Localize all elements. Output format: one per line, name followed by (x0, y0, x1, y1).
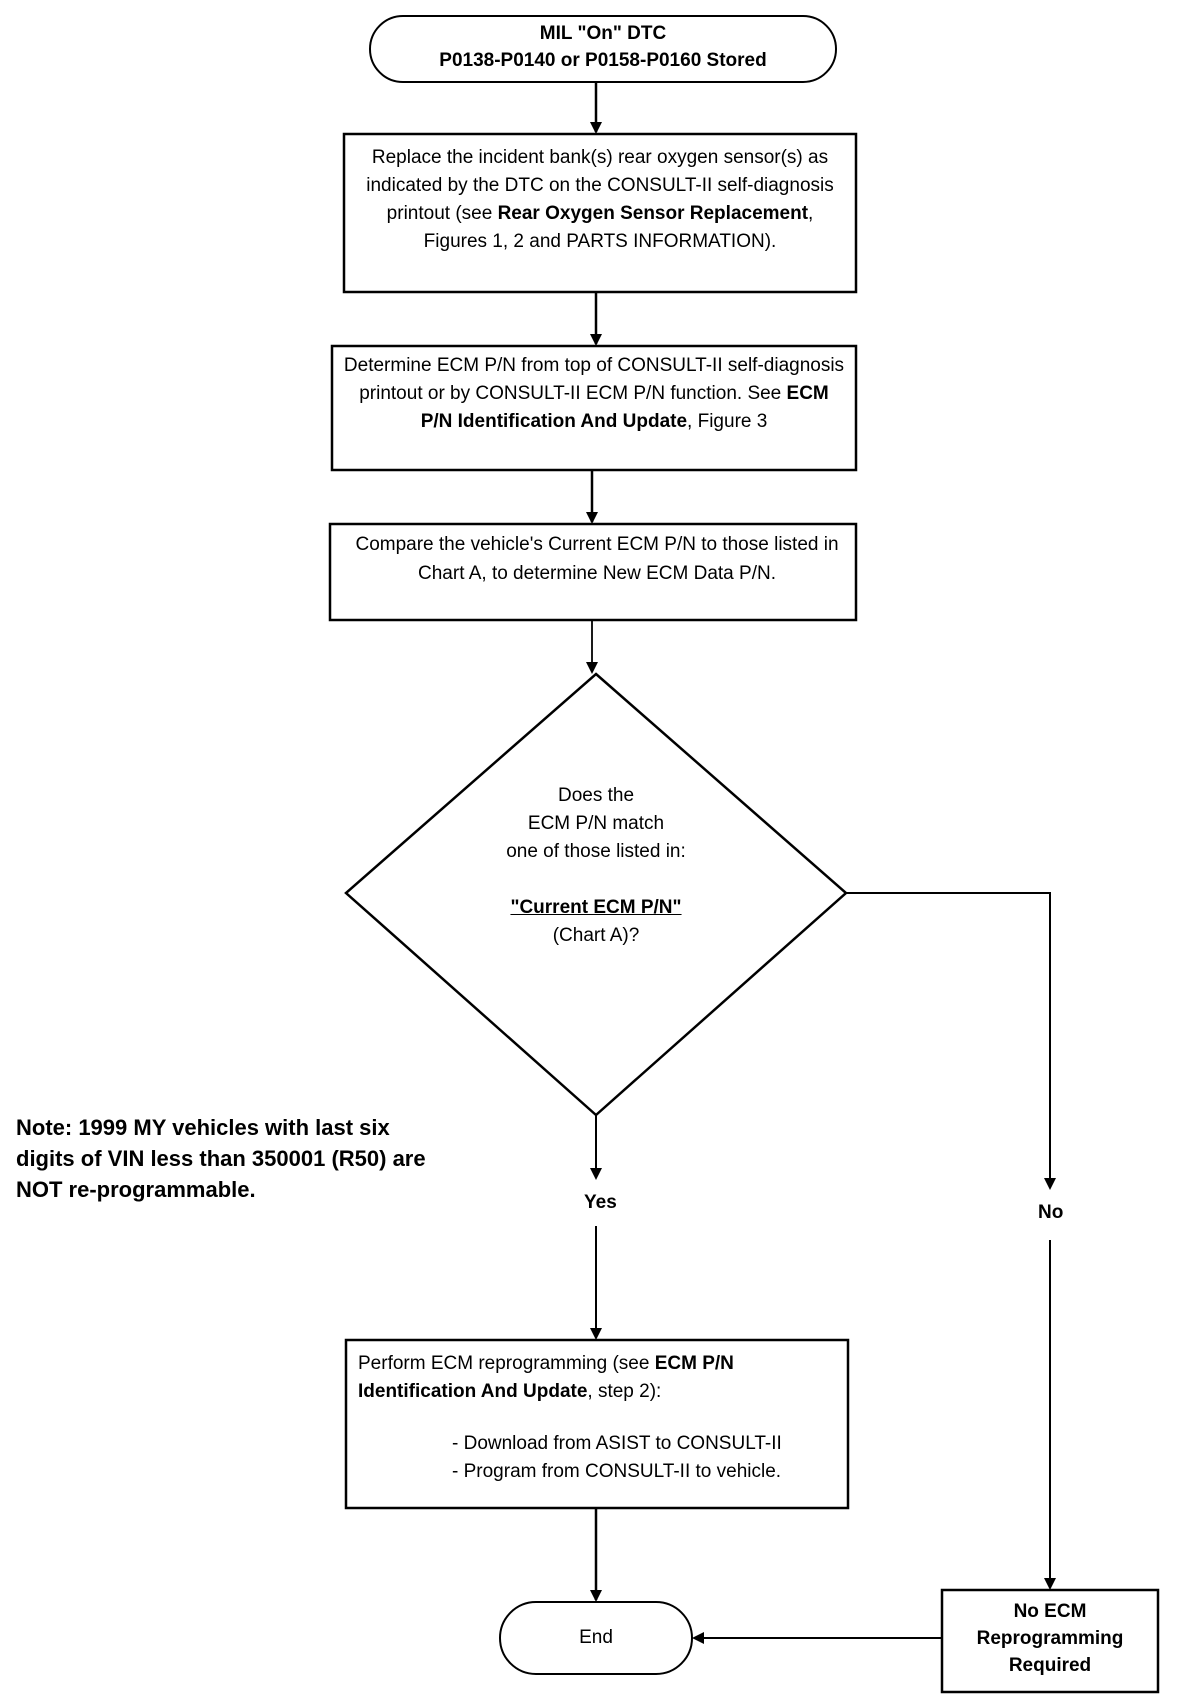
step2-text: Determine ECM P/N from top of CONSULT-II… (342, 352, 846, 436)
end-label: End (579, 1627, 613, 1648)
decision-line2: ECM P/N match (527, 813, 665, 834)
no-reprogramming-box (940, 1588, 1160, 1694)
step4-intro: Perform ECM reprogramming (see ECM P/N I… (358, 1350, 838, 1406)
decision-line4: "Current ECM P/N" (510, 897, 682, 918)
decision-text: Does the ECM P/N match one of those list… (440, 782, 752, 950)
end-terminal: End (500, 1624, 692, 1651)
step4-box (344, 1338, 850, 1510)
step1-text-a: Replace the incident bank(s) rear oxygen… (366, 147, 834, 224)
step2-text-b: , Figure 3 (687, 411, 768, 432)
step1-bold: Rear Oxygen Sensor Replacement (497, 203, 809, 224)
no-reprogramming-text: No ECM Reprogramming Required (944, 1598, 1156, 1679)
step4-text-a: Perform ECM reprogramming (see (358, 1353, 655, 1374)
step3-text-content: Compare the vehicle's Current ECM P/N to… (355, 534, 839, 584)
no-reprog-line3: Required (1008, 1655, 1092, 1676)
step1-text: Replace the incident bank(s) rear oxygen… (356, 144, 844, 256)
step4-item1: - Download from ASIST to CONSULT-II (452, 1433, 782, 1454)
no-reprog-line1: No ECM (1013, 1601, 1087, 1622)
step2-box (330, 344, 858, 472)
decision-line1: Does the (557, 785, 635, 806)
step2-text-a: Determine ECM P/N from top of CONSULT-II… (343, 355, 845, 404)
step3-text: Compare the vehicle's Current ECM P/N to… (352, 530, 842, 588)
decision-line5: (Chart A)? (552, 925, 640, 946)
step4-item2: - Program from CONSULT-II to vehicle. (452, 1461, 782, 1482)
start-line2: P0138-P0140 or P0158-P0160 Stored (439, 50, 767, 71)
step2-bold: ECM P/N Identification And Update (420, 383, 829, 432)
step1-box (342, 132, 858, 294)
step4-bold: ECM P/N Identification And Update (358, 1353, 734, 1402)
no-reprog-line2: Reprogramming (976, 1628, 1124, 1649)
start-terminal-shape (369, 15, 837, 83)
start-line1: MIL "On" DTC (539, 23, 667, 44)
arrow-decision-to-no (846, 892, 1056, 1190)
step4-text-b: , step 2): (587, 1381, 662, 1402)
step1-text-b: , Figures 1, 2 and PARTS INFORMATION). (423, 203, 814, 252)
decision-line3: one of those listed in: (506, 841, 686, 862)
note-text: Note: 1999 MY vehicles with last six dig… (16, 1115, 426, 1202)
yes-label: Yes (584, 1192, 617, 1213)
step4-text: Perform ECM reprogramming (see ECM P/N I… (358, 1350, 838, 1486)
start-terminal: MIL "On" DTC P0138-P0140 or P0158-P0160 … (380, 20, 826, 74)
step3-box (328, 522, 858, 622)
no-label: No (1038, 1202, 1064, 1223)
